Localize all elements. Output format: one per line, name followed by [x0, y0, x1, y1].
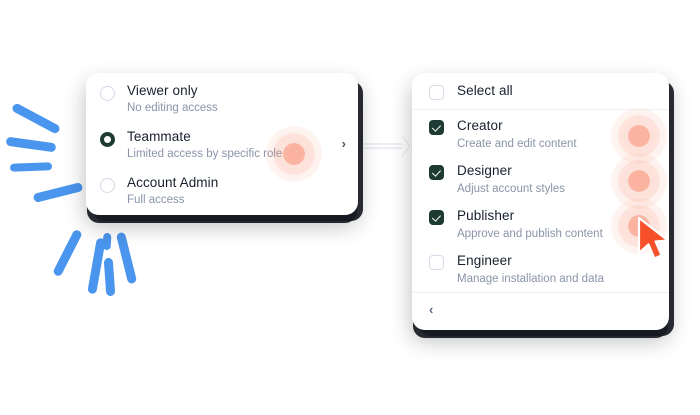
select-all-row[interactable]: Select all [412, 73, 669, 109]
select-all-label: Select all [457, 83, 513, 98]
permission-title: Publisher [457, 208, 515, 223]
permission-subtitle: Approve and publish content [457, 228, 603, 240]
role-option-title: Account Admin [127, 175, 219, 190]
chevron-left-icon[interactable]: ‹ [429, 302, 434, 317]
checkbox-icon-select-all[interactable] [429, 84, 444, 100]
radio-icon-teammate-selected[interactable] [100, 132, 115, 147]
permission-subtitle: Create and edit content [457, 138, 577, 150]
permission-row-creator[interactable]: Creator Create and edit content [412, 118, 669, 163]
panel-connector-line [358, 135, 411, 157]
role-selector-card: Viewer only No editing access Teammate L… [86, 73, 358, 215]
radio-icon-viewer-only[interactable] [100, 86, 115, 101]
permission-row-designer[interactable]: Designer Adjust account styles [412, 163, 669, 208]
permission-subtitle: Adjust account styles [457, 183, 566, 195]
checkbox-icon-designer[interactable] [429, 165, 444, 180]
permission-title: Creator [457, 118, 503, 133]
permission-title: Designer [457, 163, 512, 178]
role-option-subtitle: Limited access by specific role [127, 148, 283, 160]
role-option-title: Teammate [127, 129, 191, 144]
checkbox-icon-engineer[interactable] [429, 255, 444, 270]
radio-icon-account-admin[interactable] [100, 178, 115, 193]
divider [412, 292, 669, 293]
permission-row-publisher[interactable]: Publisher Approve and publish content [412, 208, 669, 253]
permission-title: Engineer [457, 253, 512, 268]
permission-row-engineer[interactable]: Engineer Manage installation and data [412, 253, 669, 298]
chevron-right-icon[interactable]: › [341, 136, 346, 151]
role-option-title: Viewer only [127, 83, 198, 98]
permission-subtitle: Manage installation and data [457, 273, 605, 285]
role-option-teammate[interactable]: Teammate Limited access by specific role… [86, 128, 358, 174]
checkbox-icon-creator[interactable] [429, 120, 444, 135]
role-permissions-card: Select all Creator Create and edit conte… [412, 73, 669, 330]
role-option-subtitle: Full access [127, 194, 185, 206]
role-option-subtitle: No editing access [127, 102, 218, 114]
role-option-viewer-only[interactable]: Viewer only No editing access [86, 82, 358, 128]
divider [412, 109, 669, 110]
role-option-account-admin[interactable]: Account Admin Full access [86, 174, 358, 220]
checkbox-icon-publisher[interactable] [429, 210, 444, 225]
